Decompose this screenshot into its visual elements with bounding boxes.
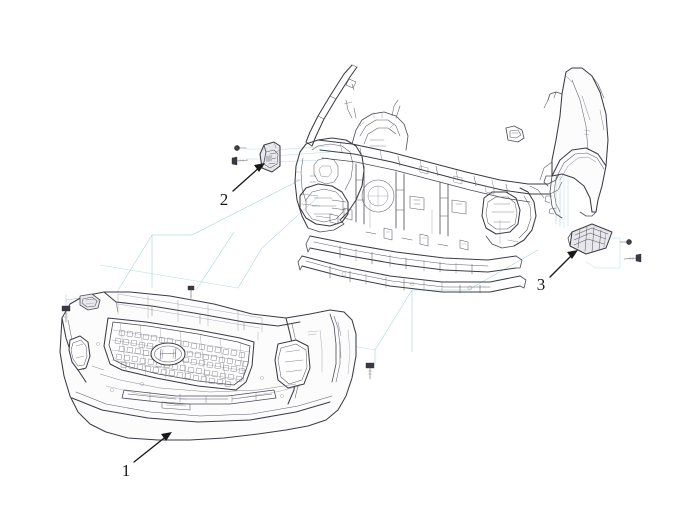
side-air-vent-right: [274, 313, 342, 405]
mounting-bracket: [259, 141, 281, 173]
bolt-clip-lower: [623, 253, 642, 263]
lower-bumper-valance: [71, 389, 333, 423]
fog-lamp-bezel-left: [61, 293, 101, 383]
bumper-reinforcement-beam: [297, 255, 527, 294]
callout-2-arrowhead: [254, 163, 265, 172]
bolt-bracket-lower: [231, 156, 249, 166]
radiator-support-center: [343, 99, 409, 151]
grille-alignment-boxes: [117, 293, 263, 333]
radiator-core-support: [331, 163, 467, 237]
hood-hinge-arm: [305, 64, 358, 147]
radiator-support-upper: [317, 139, 563, 203]
callout-3-leader: [549, 252, 575, 278]
fasteners: [61, 145, 642, 380]
screw-grille-top: [187, 285, 195, 299]
callout-2-leader: [232, 165, 262, 192]
side-clip-bracket: [567, 223, 613, 255]
callout-2-number: 2: [220, 190, 229, 209]
engine-bay-structure: [294, 64, 563, 294]
callout-1-leader: [133, 434, 169, 463]
engine-bay-small-parts: [309, 121, 501, 251]
front-bumper-assembly: [59, 291, 357, 441]
headlamp-opening-left: [299, 183, 349, 227]
callout-1-number: 1: [122, 461, 131, 480]
radiator-support-lower: [305, 235, 523, 275]
headlamp-opening-right: [481, 191, 521, 235]
fender-mount-bracket-upper: [505, 125, 525, 143]
callout-3: 3: [537, 250, 578, 294]
screw-clip-upper: [619, 239, 632, 245]
callout-1: 1: [122, 432, 172, 480]
radiator-grille-mesh: [103, 317, 255, 391]
hyundai-emblem: [150, 342, 186, 366]
callout-1-arrowhead: [161, 432, 172, 441]
callout-2: 2: [220, 163, 265, 209]
screw-bumper-left: [61, 305, 71, 323]
shock-tower-right: [485, 185, 545, 249]
callout-3-arrowhead: [567, 250, 578, 259]
bumper-surface-creases: [91, 329, 351, 400]
callout-3-number: 3: [537, 275, 546, 294]
screw-bumper-right: [365, 362, 375, 380]
front-fender-right: [543, 67, 609, 219]
screw-bracket-upper: [234, 145, 247, 151]
